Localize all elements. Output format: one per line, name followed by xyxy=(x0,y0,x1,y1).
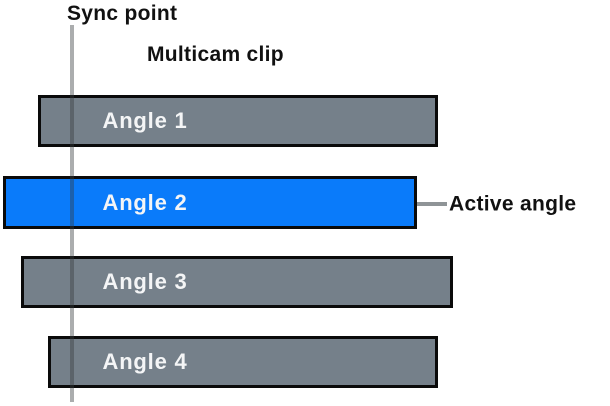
active-angle-connector-line xyxy=(405,202,447,206)
angle-bar-label: Angle 1 xyxy=(102,108,188,133)
angle-bar-label: Angle 4 xyxy=(102,349,188,374)
active-angle-label: Active angle xyxy=(449,192,577,216)
angle-bar-label: Angle 2 xyxy=(102,189,188,215)
angle-bar-1: Angle 1 xyxy=(38,95,438,147)
angle-bar-4: Angle 4 xyxy=(48,336,438,388)
multicam-clip-title: Multicam clip xyxy=(147,43,284,66)
angle-bar-3: Angle 3 xyxy=(21,256,453,308)
angle-bar-2-active: Angle 2 xyxy=(3,176,417,229)
angle-bar-label: Angle 3 xyxy=(102,269,188,294)
sync-point-label: Sync point xyxy=(67,2,178,25)
sync-point-line xyxy=(70,25,74,402)
